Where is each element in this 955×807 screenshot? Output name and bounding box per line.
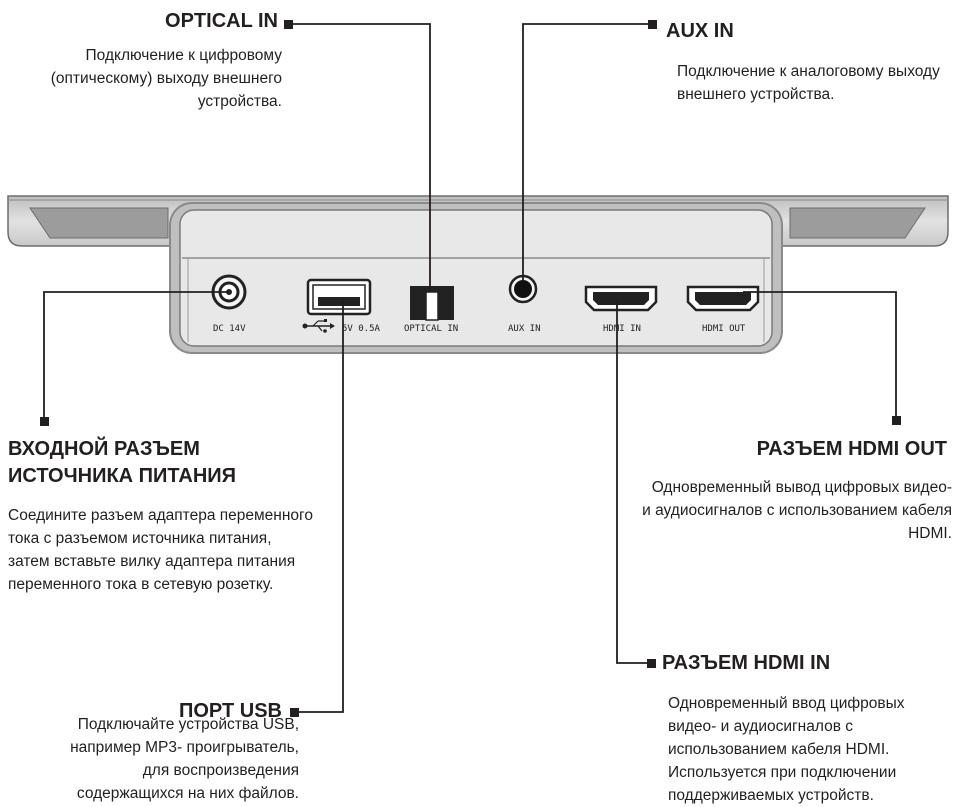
hdmi-in-label: HDMI IN [603, 324, 641, 334]
usb-port [306, 278, 372, 316]
optical-label: OPTICAL IN [404, 324, 458, 334]
usb-title: ПОРТ USB [178, 700, 282, 722]
hdmi-out-title: РАЗЪЕМ HDMI OUT [756, 438, 947, 460]
usb-leader-line [298, 300, 344, 713]
connector-panel [169, 202, 783, 354]
aux-title: AUX IN [666, 20, 734, 42]
aux-jack [508, 274, 538, 304]
aux-description: Подключение к аналоговому выходу внешнег… [677, 63, 940, 103]
aux-leader-line [522, 23, 655, 280]
usb-symbol-icon [302, 319, 335, 333]
dc-label: DC 14V [213, 324, 246, 334]
power-marker [40, 417, 49, 426]
hdmi-in-marker [647, 659, 656, 668]
hdmi-in-leader-line [616, 300, 650, 664]
optical-port [410, 286, 454, 321]
hdmi-out-marker [892, 416, 901, 425]
hdmi-in-title: РАЗЪЕМ HDMI IN [662, 652, 831, 674]
power-title-line-1: ВХОДНОЙ РАЗЪЕМ [8, 438, 200, 460]
hdmi-out-label: HDMI OUT [702, 324, 746, 334]
power-description: Соедините разъем адаптера переменного то… [8, 507, 313, 593]
hdmi-out-port [686, 285, 760, 312]
aux-label: AUX IN [508, 324, 541, 334]
usb-marker [290, 708, 299, 717]
optical-description: Подключение к цифровому (оптическому) вы… [50, 47, 282, 110]
hdmi-in-description: Одновременный ввод цифровых видео- и ауд… [668, 695, 905, 804]
hdmi-out-description: Одновременный вывод цифровых видео- и ау… [642, 479, 952, 542]
power-leader-line [43, 291, 229, 421]
hdmi-in-port [584, 285, 658, 312]
hdmi-out-leader-line [743, 291, 897, 420]
aux-marker [648, 20, 657, 29]
power-title-line-2: ИСТОЧНИКА ПИТАНИЯ [8, 465, 237, 487]
optical-marker [284, 20, 293, 29]
optical-leader-line [285, 23, 431, 292]
usb-description: Подключайте устройства USB, например MP3… [70, 716, 299, 802]
usb-label: 5V 0.5A [342, 324, 381, 334]
optical-title: OPTICAL IN [165, 10, 278, 32]
